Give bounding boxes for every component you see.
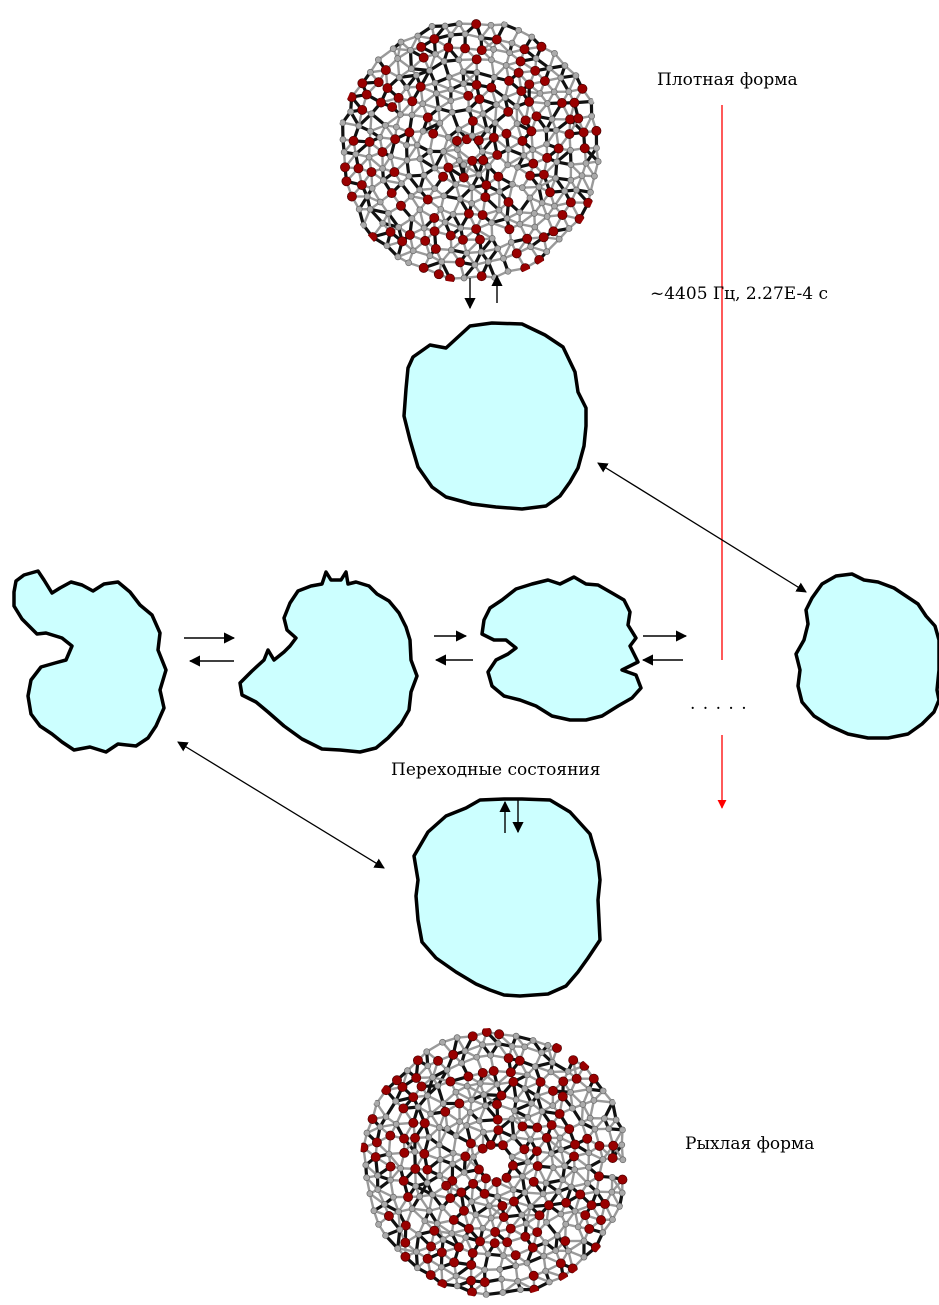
ellipsis-dots: . . . . . — [690, 694, 748, 714]
equilibrium-arrows-1-2 — [184, 638, 234, 661]
transition-state-blob-2 — [240, 572, 417, 752]
transition-states-label: Переходные состояния — [391, 760, 600, 780]
loose-globule-blob — [414, 799, 600, 996]
transition-state-blob-4 — [796, 574, 939, 738]
transition-state-blob-3 — [482, 577, 641, 720]
loose-molecule-icon — [359, 1027, 627, 1297]
equilibrium-arrows-3-4 — [643, 636, 686, 660]
dense-form-label: Плотная форма — [657, 70, 798, 90]
frequency-label: ~4405 Гц, 2.27E-4 с — [650, 284, 828, 304]
dense-molecule-icon — [340, 20, 602, 284]
double-arrow-dense-to-state — [598, 463, 806, 592]
equilibrium-arrows-top — [470, 276, 497, 308]
transition-state-blob-1 — [14, 571, 166, 752]
loose-form-label: Рыхлая форма — [685, 1134, 814, 1154]
double-arrow-state-to-loose — [178, 742, 384, 868]
dense-globule-blob — [404, 323, 586, 509]
equilibrium-arrows-2-3 — [434, 636, 473, 660]
